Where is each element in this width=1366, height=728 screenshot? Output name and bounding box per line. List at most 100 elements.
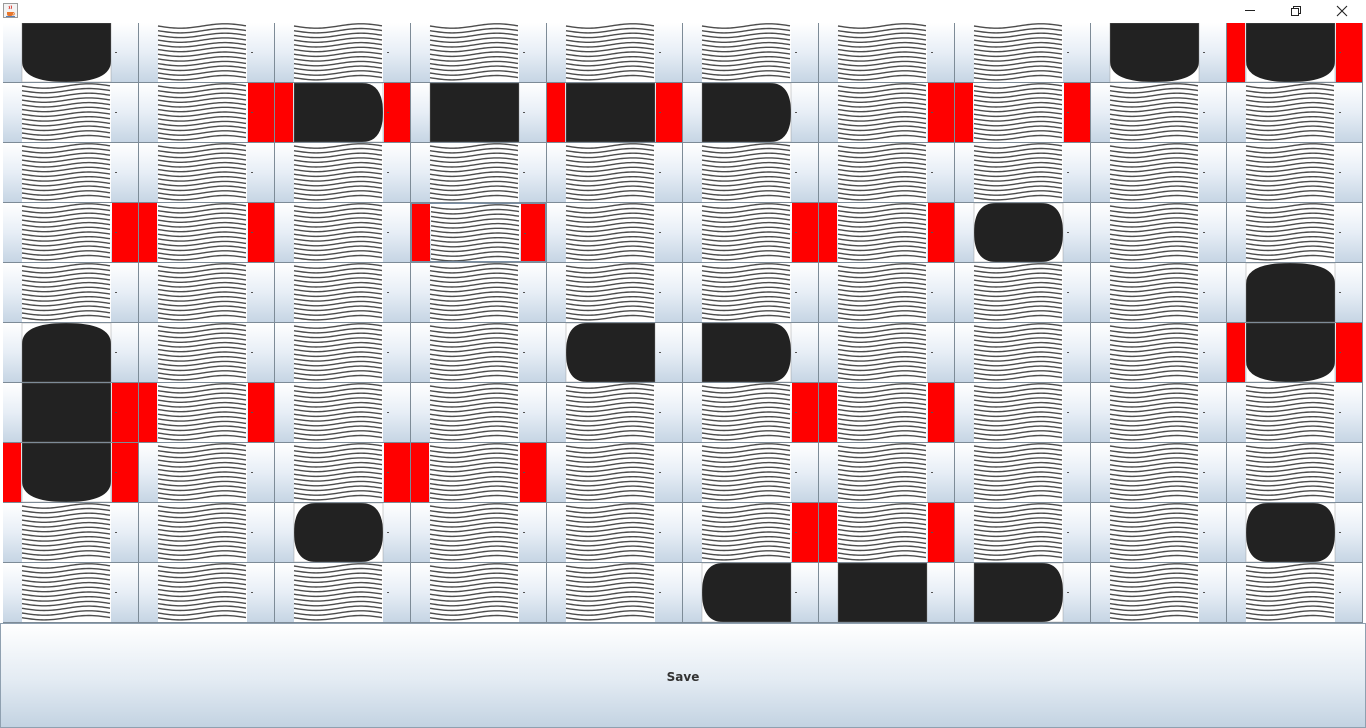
tile-r6-c7[interactable]	[955, 383, 1090, 442]
tile-r7-c6[interactable]	[819, 443, 954, 502]
tile-r5-c0[interactable]	[3, 323, 138, 382]
tile-r6-c0[interactable]	[3, 383, 138, 442]
tile-r9-c7[interactable]	[955, 563, 1090, 622]
tile-r0-c6[interactable]	[819, 23, 954, 82]
tile-r2-c6[interactable]	[819, 143, 954, 202]
save-button[interactable]: Save	[0, 623, 1366, 728]
tile-r7-c4[interactable]	[547, 443, 682, 502]
tile-r5-c3[interactable]	[411, 323, 546, 382]
tile-r1-c1[interactable]	[139, 83, 274, 142]
tile-r0-c7[interactable]	[955, 23, 1090, 82]
tile-r5-c5[interactable]	[683, 323, 818, 382]
tile-r9-c6[interactable]	[819, 563, 954, 622]
tile-r2-c2[interactable]	[275, 143, 410, 202]
close-button[interactable]	[1319, 0, 1365, 22]
tile-r6-c9[interactable]	[1227, 383, 1362, 442]
tile-r8-c1[interactable]	[139, 503, 274, 562]
tile-r3-c5[interactable]	[683, 203, 818, 262]
tile-r8-c2[interactable]	[275, 503, 410, 562]
tile-r7-c0[interactable]	[3, 443, 138, 502]
tile-r3-c3[interactable]	[411, 203, 546, 262]
tile-r4-c7[interactable]	[955, 263, 1090, 322]
tile-r7-c2[interactable]	[275, 443, 410, 502]
tile-r1-c4[interactable]	[547, 83, 682, 142]
restore-button[interactable]	[1273, 0, 1319, 22]
tile-r7-c7[interactable]	[955, 443, 1090, 502]
tile-r5-c4[interactable]	[547, 323, 682, 382]
tile-r2-c8[interactable]	[1091, 143, 1226, 202]
tile-r0-c5[interactable]	[683, 23, 818, 82]
tile-r1-c6[interactable]	[819, 83, 954, 142]
tile-r9-c9[interactable]	[1227, 563, 1362, 622]
tile-r0-c8[interactable]	[1091, 23, 1226, 82]
tile-r6-c3[interactable]	[411, 383, 546, 442]
tile-r2-c1[interactable]	[139, 143, 274, 202]
tile-r4-c4[interactable]	[547, 263, 682, 322]
tile-r0-c1[interactable]	[139, 23, 274, 82]
tile-r4-c1[interactable]	[139, 263, 274, 322]
tile-r4-c9[interactable]	[1227, 263, 1362, 322]
tile-r4-c6[interactable]	[819, 263, 954, 322]
tile-r1-c3[interactable]	[411, 83, 546, 142]
tile-r3-c2[interactable]	[275, 203, 410, 262]
tile-r3-c4[interactable]	[547, 203, 682, 262]
tile-r2-c7[interactable]	[955, 143, 1090, 202]
tile-r9-c1[interactable]	[139, 563, 274, 622]
tile-r4-c0[interactable]	[3, 263, 138, 322]
tile-r5-c8[interactable]	[1091, 323, 1226, 382]
tile-r8-c3[interactable]	[411, 503, 546, 562]
tile-r4-c3[interactable]	[411, 263, 546, 322]
tile-r5-c9[interactable]	[1227, 323, 1362, 382]
tile-r9-c8[interactable]	[1091, 563, 1226, 622]
tile-r6-c4[interactable]	[547, 383, 682, 442]
tile-r9-c0[interactable]	[3, 563, 138, 622]
tile-r9-c3[interactable]	[411, 563, 546, 622]
tile-r4-c8[interactable]	[1091, 263, 1226, 322]
tile-r0-c0[interactable]	[3, 23, 138, 82]
tile-r7-c8[interactable]	[1091, 443, 1226, 502]
tile-r8-c9[interactable]	[1227, 503, 1362, 562]
tile-r7-c9[interactable]	[1227, 443, 1362, 502]
tile-r3-c0[interactable]	[3, 203, 138, 262]
tile-r2-c9[interactable]	[1227, 143, 1362, 202]
tile-r2-c4[interactable]	[547, 143, 682, 202]
tile-r9-c5[interactable]	[683, 563, 818, 622]
tile-r4-c5[interactable]	[683, 263, 818, 322]
tile-r5-c6[interactable]	[819, 323, 954, 382]
tile-r1-c0[interactable]	[3, 83, 138, 142]
tile-r6-c1[interactable]	[139, 383, 274, 442]
tile-r0-c3[interactable]	[411, 23, 546, 82]
tile-r1-c9[interactable]	[1227, 83, 1362, 142]
tile-r1-c7[interactable]	[955, 83, 1090, 142]
tile-r8-c6[interactable]	[819, 503, 954, 562]
minimize-button[interactable]	[1227, 0, 1273, 22]
tile-r2-c5[interactable]	[683, 143, 818, 202]
tile-r5-c2[interactable]	[275, 323, 410, 382]
tile-r7-c1[interactable]	[139, 443, 274, 502]
tile-r6-c5[interactable]	[683, 383, 818, 442]
tile-r8-c7[interactable]	[955, 503, 1090, 562]
tile-r6-c8[interactable]	[1091, 383, 1226, 442]
tile-r2-c3[interactable]	[411, 143, 546, 202]
tile-r3-c1[interactable]	[139, 203, 274, 262]
tile-r1-c2[interactable]	[275, 83, 410, 142]
tile-r3-c8[interactable]	[1091, 203, 1226, 262]
tile-r0-c4[interactable]	[547, 23, 682, 82]
tile-r0-c9[interactable]	[1227, 23, 1362, 82]
tile-r7-c5[interactable]	[683, 443, 818, 502]
tile-r3-c6[interactable]	[819, 203, 954, 262]
tile-r8-c5[interactable]	[683, 503, 818, 562]
tile-r1-c5[interactable]	[683, 83, 818, 142]
tile-r4-c2[interactable]	[275, 263, 410, 322]
tile-r3-c7[interactable]	[955, 203, 1090, 262]
tile-r8-c8[interactable]	[1091, 503, 1226, 562]
tile-r5-c7[interactable]	[955, 323, 1090, 382]
tile-r9-c2[interactable]	[275, 563, 410, 622]
tile-r8-c4[interactable]	[547, 503, 682, 562]
tile-r5-c1[interactable]	[139, 323, 274, 382]
tile-r0-c2[interactable]	[275, 23, 410, 82]
tile-r9-c4[interactable]	[547, 563, 682, 622]
tile-r6-c2[interactable]	[275, 383, 410, 442]
tile-r1-c8[interactable]	[1091, 83, 1226, 142]
tile-r6-c6[interactable]	[819, 383, 954, 442]
